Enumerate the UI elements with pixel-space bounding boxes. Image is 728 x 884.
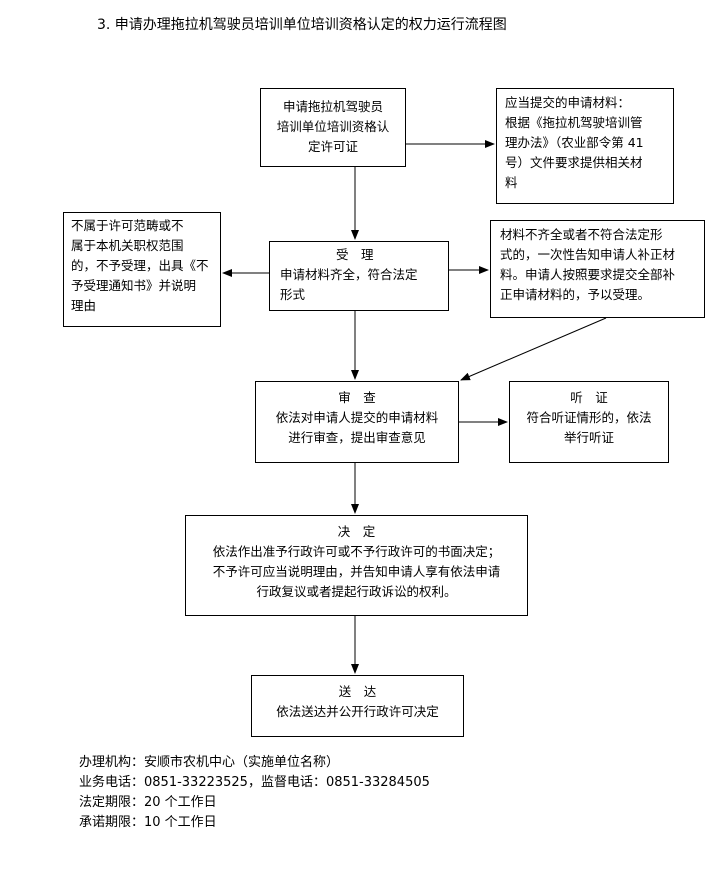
reject-line-1: 不属于许可范畴或不 (71, 218, 184, 233)
accept-line-2: 申请材料齐全，符合法定 (280, 267, 418, 282)
apply-box: 申请拖拉机驾驶员 培训单位培训资格认 定许可证 (260, 88, 406, 167)
incomplete-line-3: 料。申请人按照要求提交全部补 (500, 267, 676, 282)
incomplete-line-2: 式的，一次性告知申请人补正材 (500, 247, 676, 262)
reject-line-4: 予受理通知书》并说明 (71, 278, 197, 293)
incomplete-line-4: 正申请材料的，予以受理。 (500, 287, 651, 302)
reject-line-5: 理由 (71, 298, 97, 313)
reject-line-2: 属于本机关职权范围 (71, 238, 184, 253)
accept-box: 受 理 申请材料齐全，符合法定 形式 (269, 241, 449, 311)
apply-line-2: 培训单位培训资格认 (276, 119, 390, 134)
apply-line-3: 定许可证 (307, 139, 358, 154)
accept-line-3: 形式 (280, 287, 306, 302)
footer-info: 办理机构：安顺市农机中心（实施单位名称） 业务电话：0851-33223525，… (79, 753, 430, 833)
review-heading: 审 查 (338, 390, 376, 405)
decision-line-4: 行政复议或者提起行政诉讼的权利。 (256, 584, 457, 599)
decision-box: 决 定 依法作出准予行政许可或不予行政许可的书面决定； 不予许可应当说明理由，并… (185, 515, 528, 616)
footer-legal-period: 法定期限：20 个工作日 (79, 795, 217, 810)
hearing-heading: 听 证 (570, 390, 608, 405)
deliver-heading: 送 达 (338, 684, 377, 699)
decision-line-2: 依法作出准予行政许可或不予行政许可的书面决定； (212, 544, 501, 559)
arrow-incomplete-to-review (460, 317, 607, 381)
reject-box: 不属于许可范畴或不 属于本机关职权范围 的，不予受理，出具《不 予受理通知书》并… (63, 212, 221, 327)
incomplete-box: 材料不齐全或者不符合法定形 式的，一次性告知申请人补正材 料。申请人按照要求提交… (490, 220, 705, 318)
deliver-line-2: 依法送达并公开行政许可决定 (276, 704, 439, 719)
deliver-box: 送 达 依法送达并公开行政许可决定 (251, 675, 464, 737)
incomplete-line-1: 材料不齐全或者不符合法定形 (500, 227, 663, 242)
footer-phones: 业务电话：0851-33223525，监督电话：0851-33284505 (79, 775, 430, 790)
page-title: 3. 申请办理拖拉机驾驶员培训单位培训资格认定的权力运行流程图 (97, 17, 507, 33)
apply-line-1: 申请拖拉机驾驶员 (282, 99, 383, 114)
hearing-line-2: 符合听证情形的，依法 (526, 410, 652, 425)
review-line-2: 依法对申请人提交的申请材料 (275, 410, 439, 425)
accept-heading: 受 理 (336, 247, 374, 262)
materials-box: 应当提交的申请材料： 根据《拖拉机驾驶培训管 理办法》（农业部令第 41 号）文… (496, 88, 674, 204)
footer-agency: 办理机构：安顺市农机中心（实施单位名称） (79, 755, 340, 770)
hearing-line-3: 举行听证 (563, 430, 614, 445)
materials-line-2: 根据《拖拉机驾驶培训管 (505, 115, 643, 130)
hearing-box: 听 证 符合听证情形的，依法 举行听证 (509, 381, 669, 463)
decision-heading: 决 定 (337, 524, 376, 539)
review-box: 审 查 依法对申请人提交的申请材料 进行审查，提出审查意见 (255, 381, 459, 463)
reject-line-3: 的，不予受理，出具《不 (71, 258, 209, 273)
materials-line-5: 料 (505, 175, 518, 190)
materials-line-1: 应当提交的申请材料： (505, 95, 631, 110)
review-line-3: 进行审查，提出审查意见 (288, 430, 426, 445)
decision-line-3: 不予许可应当说明理由，并告知申请人享有依法申请 (212, 564, 501, 579)
materials-line-3: 理办法》（农业部令第 41 (505, 135, 644, 150)
materials-line-4: 号）文件要求提供相关材 (505, 155, 643, 170)
footer-promised-period: 承诺期限：10 个工作日 (79, 815, 217, 830)
